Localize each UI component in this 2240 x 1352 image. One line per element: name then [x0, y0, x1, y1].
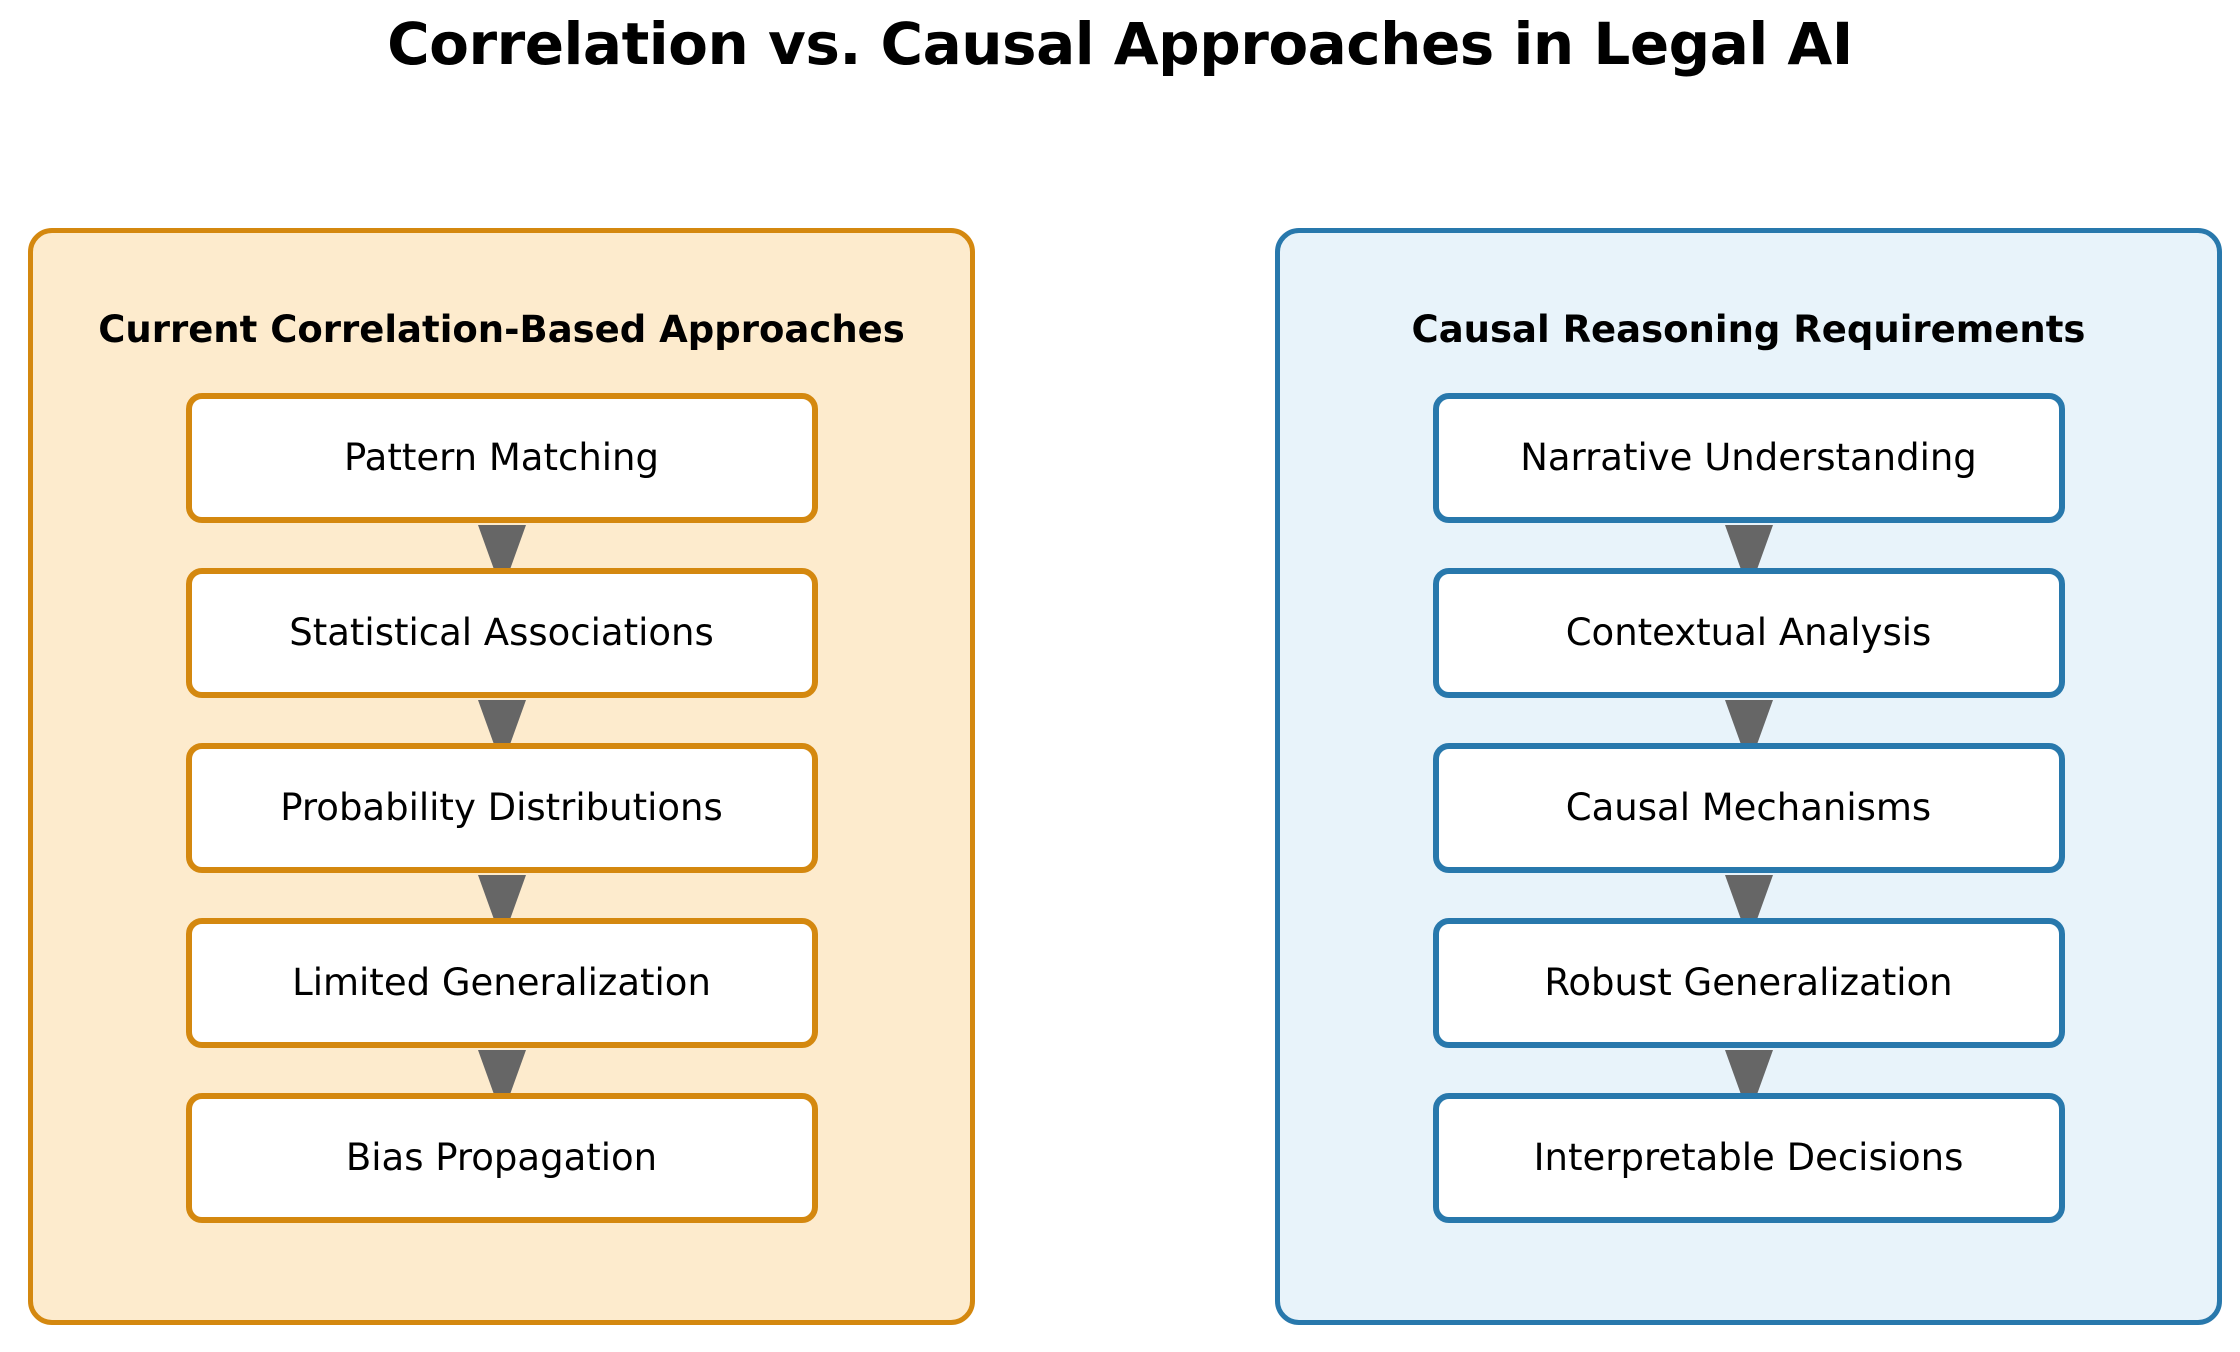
arrow-down-icon-4 [474, 1048, 530, 1102]
node-narrative-understanding[interactable]: Narrative Understanding [1432, 393, 2065, 523]
node-box[interactable]: Statistical Associations [185, 568, 818, 698]
node-robust-generalization[interactable]: Robust Generalization [1432, 918, 2065, 1048]
node-bias-propagation[interactable]: Bias Propagation [185, 1093, 818, 1223]
arrow-down-icon-5 [1721, 523, 1777, 577]
panel-title-correlation: Current Correlation-Based Approaches [98, 308, 905, 351]
node-pattern-matching[interactable]: Pattern Matching [185, 393, 818, 523]
node-box[interactable]: Causal Mechanisms [1432, 743, 2065, 873]
node-box[interactable]: Robust Generalization [1432, 918, 2065, 1048]
arrow-down-icon-1 [474, 523, 530, 577]
node-label: Pattern Matching [344, 435, 659, 479]
node-probability-distributions[interactable]: Probability Distributions [185, 743, 818, 873]
node-box[interactable]: Pattern Matching [185, 393, 818, 523]
node-causal-mechanisms[interactable]: Causal Mechanisms [1432, 743, 2065, 873]
node-box[interactable]: Narrative Understanding [1432, 393, 2065, 523]
node-limited-generalization[interactable]: Limited Generalization [185, 918, 818, 1048]
node-box[interactable]: Bias Propagation [185, 1093, 818, 1223]
node-label: Narrative Understanding [1520, 435, 1977, 479]
flow-correlation: Pattern Matching Statistical Association… [33, 393, 970, 1313]
node-label: Bias Propagation [345, 1135, 658, 1179]
panel-causal-reasoning-requirements: Causal Reasoning Requirements Narrative … [1275, 228, 2222, 1325]
arrow-down-icon-7 [1721, 873, 1777, 927]
node-interpretable-decisions[interactable]: Interpretable Decisions [1432, 1093, 2065, 1223]
node-label: Contextual Analysis [1565, 610, 1932, 654]
node-label: Interpretable Decisions [1533, 1135, 1964, 1179]
node-label: Probability Distributions [280, 785, 723, 829]
node-label: Robust Generalization [1544, 960, 1953, 1004]
node-box[interactable]: Contextual Analysis [1432, 568, 2065, 698]
arrow-down-icon-6 [1721, 698, 1777, 752]
panel-title-causal: Causal Reasoning Requirements [1411, 308, 2086, 351]
node-box[interactable]: Limited Generalization [185, 918, 818, 1048]
arrow-down-icon-2 [474, 698, 530, 752]
panel-correlation-based-approaches: Current Correlation-Based Approaches Pat… [28, 228, 975, 1325]
node-box[interactable]: Probability Distributions [185, 743, 818, 873]
arrow-down-icon-3 [474, 873, 530, 927]
flow-causal: Narrative Understanding Contextual Analy… [1280, 393, 2217, 1313]
page-title: Correlation vs. Causal Approaches in Leg… [387, 10, 1853, 78]
node-label: Statistical Associations [289, 610, 714, 654]
node-box[interactable]: Interpretable Decisions [1432, 1093, 2065, 1223]
node-statistical-associations[interactable]: Statistical Associations [185, 568, 818, 698]
arrow-down-icon-8 [1721, 1048, 1777, 1102]
node-label: Limited Generalization [292, 960, 711, 1004]
node-contextual-analysis[interactable]: Contextual Analysis [1432, 568, 2065, 698]
node-label: Causal Mechanisms [1565, 785, 1932, 829]
